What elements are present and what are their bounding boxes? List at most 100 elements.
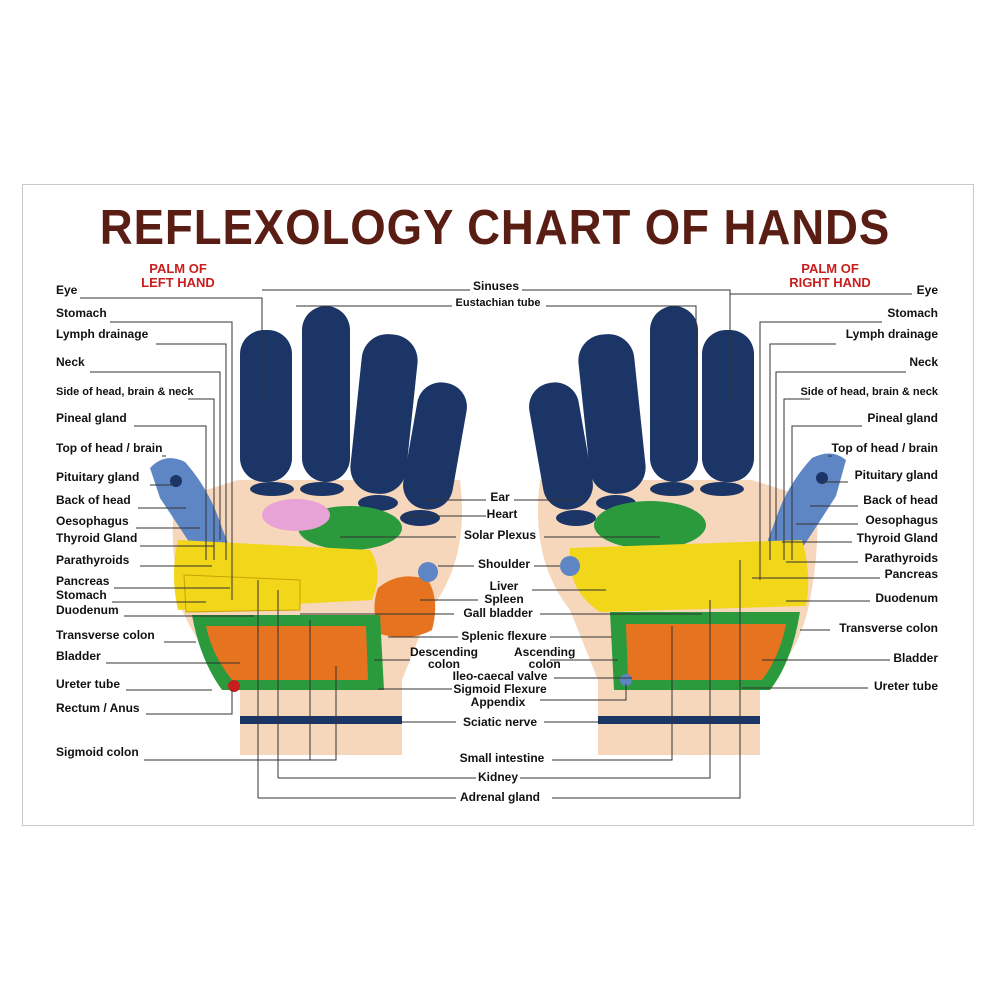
right-label-back-of-head: Back of head: [863, 493, 938, 507]
leader-left-lymph: [156, 343, 227, 560]
left-index-finger: [403, 382, 467, 510]
right-heart-zone: [594, 501, 706, 549]
right-label-ureter-tube: Ureter tube: [873, 679, 938, 693]
right-shoulder-dot: [560, 556, 580, 576]
right-liver-yellow-zone: [569, 540, 809, 612]
right-label-neck: Neck: [909, 355, 938, 369]
center-label-heart: Heart: [486, 507, 518, 521]
center-label-sciatic-nerve: Sciatic nerve: [462, 715, 538, 729]
right-thumb-tip-dot: [816, 472, 828, 484]
left-label-bladder: Bladder: [56, 649, 101, 663]
center-label-spleen: Spleen: [484, 592, 524, 606]
left-label-top-of-head: Top of head / brain: [56, 441, 163, 455]
right-pad-2: [650, 482, 694, 496]
right-pad-1: [700, 482, 744, 496]
right-appendix-dot: [620, 674, 632, 686]
left-label-sigmoid-colon: Sigmoid colon: [56, 745, 139, 759]
left-label-transverse-colon: Transverse colon: [56, 628, 155, 642]
center-label-sigmoid-flexure: Sigmoid Flexure: [453, 682, 547, 696]
descending-line-1: Descending: [410, 645, 479, 659]
left-label-eye: Eye: [56, 283, 78, 297]
left-label-ureter-tube: Ureter tube: [56, 677, 121, 691]
right-label-duodenum: Duodenum: [875, 591, 938, 605]
left-rectum-dot: [228, 680, 240, 692]
left-label-duodenum: Duodenum: [56, 603, 119, 617]
leader-left-side-head: [188, 398, 215, 560]
right-label-pineal-gland: Pineal gland: [867, 411, 938, 425]
left-label-stomach: Stomach: [56, 306, 107, 320]
right-ring-finger: [650, 306, 698, 482]
center-label-ear: Ear: [490, 490, 510, 504]
left-label-pituitary-gland: Pituitary gland: [56, 470, 140, 484]
center-label-adrenal-gland: Adrenal gland: [459, 790, 541, 804]
chart-title: REFLEXOLOGY CHART OF HANDS: [99, 201, 891, 255]
leader-left-pineal: [134, 425, 207, 560]
center-label-descending-colon: Descending colon: [410, 646, 478, 670]
left-heading-line-2: LEFT HAND: [141, 275, 215, 290]
right-heading-line-1: PALM OF: [801, 261, 859, 276]
left-stomach-yellow-zone: [183, 574, 301, 613]
left-pad-1: [250, 482, 294, 496]
left-hand-heading: PALM OF LEFT HAND: [126, 262, 230, 290]
leader-sinuses-r: [522, 289, 731, 400]
right-label-bladder: Bladder: [893, 651, 938, 665]
ascending-line-1: Ascending: [514, 645, 576, 659]
center-label-solar-plexus: Solar Plexus: [463, 528, 537, 542]
left-sciatic-band: [240, 716, 402, 724]
right-label-stomach: Stomach: [887, 306, 938, 320]
right-sciatic-band: [598, 716, 760, 724]
right-label-lymph-drainage: Lymph drainage: [845, 327, 938, 341]
left-middle-finger: [350, 334, 418, 494]
leader-right-neck: [775, 371, 906, 540]
left-little-finger: [240, 330, 292, 482]
center-label-liver: Liver: [489, 579, 519, 593]
right-label-top-of-head: Top of head / brain: [831, 441, 938, 455]
left-label-parathyroids: Parathyroids: [56, 553, 130, 567]
left-heading-line-1: PALM OF: [149, 261, 207, 276]
leader-small-int-r: [552, 626, 673, 761]
right-index-finger: [529, 382, 593, 510]
right-label-side-of-head: Side of head, brain & neck: [800, 386, 938, 398]
left-label-back-of-head: Back of head: [56, 493, 131, 507]
right-label-oesophagus: Oesophagus: [865, 513, 938, 527]
left-label-neck: Neck: [56, 355, 85, 369]
left-pad-2: [300, 482, 344, 496]
left-ring-finger: [302, 306, 350, 482]
leader-right-stomach: [759, 321, 882, 580]
center-label-gall-bladder: Gall bladder: [463, 606, 533, 620]
right-label-eye: Eye: [916, 283, 938, 297]
center-label-sinuses: Sinuses: [472, 279, 520, 293]
ascending-line-2: colon: [528, 657, 561, 671]
left-label-rectum-anus: Rectum / Anus: [56, 701, 140, 715]
center-label-ileo-caecal-valve: Ileo-caecal valve: [452, 669, 548, 683]
left-spleen-orange-zone: [374, 576, 436, 638]
right-pad-4: [556, 510, 596, 526]
center-label-appendix: Appendix: [470, 695, 526, 709]
leader-kidney-r: [520, 600, 711, 779]
leader-right-pineal: [791, 425, 862, 560]
center-label-ascending-colon: Ascending colon: [514, 646, 575, 670]
left-label-pineal-gland: Pineal gland: [56, 411, 127, 425]
left-label-oesophagus: Oesophagus: [56, 514, 129, 528]
leader-left-stomach: [110, 321, 233, 600]
center-label-shoulder: Shoulder: [477, 557, 531, 571]
right-label-transverse-colon: Transverse colon: [839, 621, 938, 635]
right-intestine-orange: [626, 624, 786, 680]
center-label-eustachian-tube: Eustachian tube: [455, 297, 541, 309]
leader-right-lymph: [769, 343, 836, 560]
leader-left-sigmoid: [144, 666, 337, 761]
left-label-lymph-drainage: Lymph drainage: [56, 327, 149, 341]
leader-left-eye: [80, 297, 263, 400]
center-label-small-intestine: Small intestine: [459, 751, 545, 765]
center-label-splenic-flexure: Splenic flexure: [461, 629, 547, 643]
left-label-thyroid-gland: Thyroid Gland: [56, 531, 138, 545]
right-label-parathyroids: Parathyroids: [864, 551, 938, 565]
right-label-pancreas: Pancreas: [884, 567, 938, 581]
right-label-thyroid-gland: Thyroid Gland: [856, 531, 938, 545]
leader-adrenal-r: [552, 560, 741, 799]
leader-appendix: [540, 684, 627, 701]
center-label-kidney: Kidney: [477, 770, 519, 784]
left-pad-4: [400, 510, 440, 526]
leader-left-neck: [90, 371, 221, 540]
